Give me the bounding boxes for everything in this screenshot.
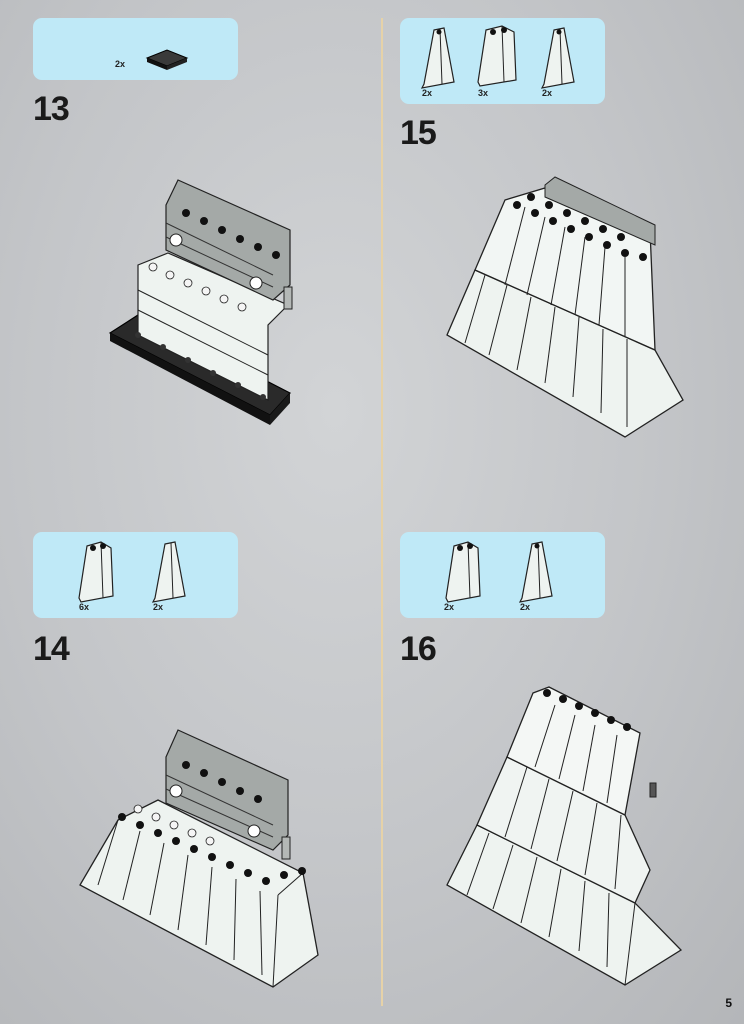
step-number: 14 [33, 630, 70, 668]
part-qty: 2x [153, 602, 164, 612]
part-qty: 6x [79, 602, 90, 612]
parts-panel-step-13: 2x [33, 18, 238, 80]
white-slope-icon [540, 27, 575, 89]
column-divider [381, 18, 383, 1006]
parts-panel-step-15: 2x 3x 2x [400, 18, 605, 104]
parts-panel-step-14: 6x 2x [33, 532, 238, 618]
white-slope-icon [151, 541, 186, 603]
white-slope-icon [78, 541, 114, 603]
step-number: 13 [33, 90, 70, 128]
step-number: 15 [400, 114, 437, 152]
page-number: 5 [725, 996, 732, 1010]
white-slope-icon [445, 541, 481, 603]
part-qty: 2x [422, 88, 433, 98]
step-number: 16 [400, 630, 437, 668]
step-14-build-illustration [79, 729, 319, 988]
step-15-build-illustration [446, 176, 684, 438]
white-slope-icon [518, 541, 553, 603]
step-16-build-illustration [446, 686, 683, 986]
black-plate-icon [145, 49, 189, 70]
part-qty: 2x [444, 602, 455, 612]
white-slope-icon [477, 25, 517, 87]
part-qty: 2x [520, 602, 531, 612]
white-slope-icon [420, 27, 455, 89]
part-qty: 2x [542, 88, 553, 98]
step-13-build-illustration [108, 179, 293, 425]
part-qty: 3x [478, 88, 489, 98]
parts-panel-step-16: 2x 2x [400, 532, 605, 618]
part-qty: 2x [115, 59, 126, 69]
